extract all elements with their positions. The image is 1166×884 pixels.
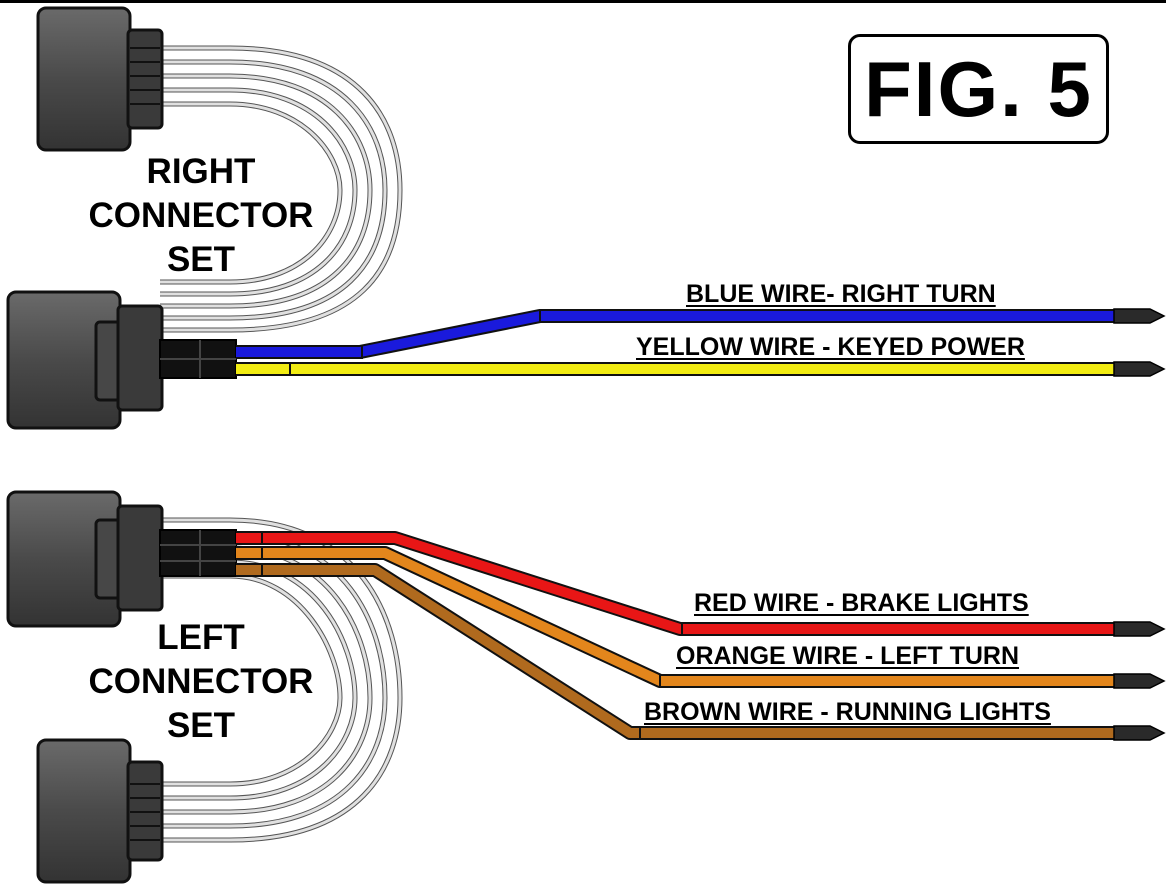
red-wire-label: RED WIRE - BRAKE LIGHTS xyxy=(694,589,1029,617)
left-set-line-2: CONNECTOR xyxy=(88,662,314,701)
right-connector-loom xyxy=(160,45,403,333)
right-bottom-connector xyxy=(6,290,237,430)
left-set-line-1: LEFT xyxy=(157,618,245,657)
orange-wire xyxy=(236,546,1114,688)
left-bottom-connector xyxy=(36,738,164,884)
blue-wire xyxy=(236,309,1114,359)
orange-wire-label: ORANGE WIRE - LEFT TURN xyxy=(676,642,1020,670)
right-set-line-1: RIGHT xyxy=(146,152,256,191)
left-set-line-3: SET xyxy=(166,706,236,745)
figure-label-box: FIG. 5 xyxy=(848,34,1109,144)
left-connector-set-label: LEFT CONNECTOR SET xyxy=(66,616,336,748)
wire-terminals xyxy=(1113,308,1166,741)
right-set-line-2: CONNECTOR xyxy=(88,196,314,235)
left-top-connector xyxy=(6,490,237,628)
red-wire xyxy=(236,531,1114,636)
yellow-wire xyxy=(236,362,1114,376)
brown-wire-label: BROWN WIRE - RUNNING LIGHTS xyxy=(644,698,1051,726)
top-border-line xyxy=(0,0,1166,3)
right-top-connector xyxy=(36,6,164,152)
right-set-line-3: SET xyxy=(166,240,236,279)
figure-label: FIG. 5 xyxy=(864,44,1093,133)
brown-wire xyxy=(236,563,1114,740)
right-connector-set-label: RIGHT CONNECTOR SET xyxy=(66,150,336,282)
yellow-wire-label: YELLOW WIRE - KEYED POWER xyxy=(636,333,1025,361)
blue-wire-label: BLUE WIRE- RIGHT TURN xyxy=(686,280,996,308)
